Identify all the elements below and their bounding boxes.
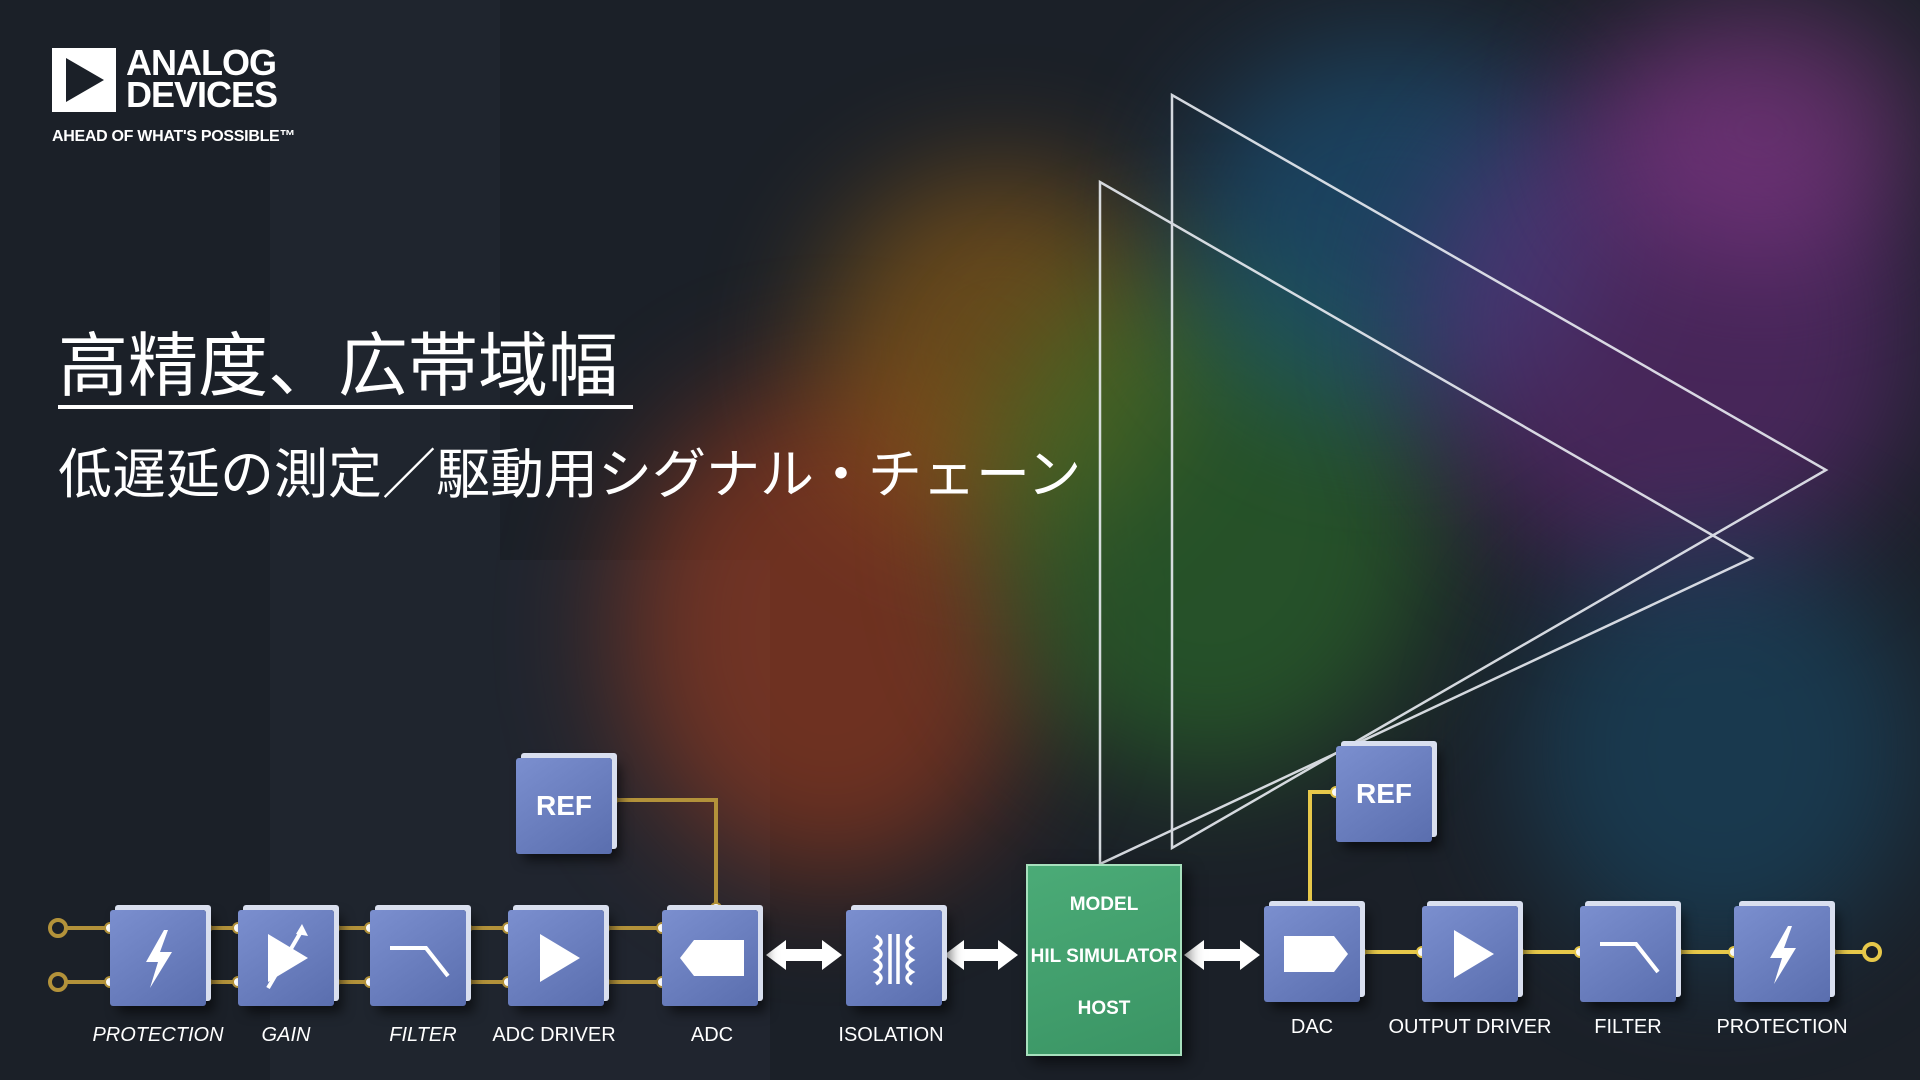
title-underline <box>58 405 633 409</box>
logo-name-line2: DEVICES <box>126 74 278 115</box>
adc-block <box>662 910 758 1006</box>
label-output-driver: OUTPUT DRIVER <box>1388 1016 1552 1038</box>
hil-simulator-host-block: MODEL HIL SIMULATOR HOST <box>1026 864 1182 1056</box>
label-input-protection: PROTECTION <box>92 1024 224 1046</box>
label-output-filter: FILTER <box>1594 1016 1662 1038</box>
amplifier-triangle-icon <box>540 934 580 982</box>
input-protection-block <box>110 910 206 1006</box>
label-gain: GAIN <box>261 1024 311 1046</box>
isolation-block <box>846 910 942 1006</box>
adc-driver-block <box>508 910 604 1006</box>
adc-arrow-icon <box>680 940 744 976</box>
input-filter-block <box>370 910 466 1006</box>
input-wires <box>58 798 718 984</box>
arrow-isolation-host <box>944 940 1018 970</box>
host-line-host: HOST <box>1077 998 1131 1019</box>
output-ref-label: REF <box>1356 778 1412 809</box>
lightning-icon <box>146 930 172 988</box>
output-filter-block <box>1580 906 1676 1002</box>
logo-name-line1: ANALOG <box>126 42 277 83</box>
output-wires <box>1308 790 1872 954</box>
double-arrows <box>766 940 1260 970</box>
label-output-protection: PROTECTION <box>1716 1016 1848 1038</box>
outline-triangle-small <box>1098 179 1755 866</box>
lowpass-filter-icon <box>390 946 450 978</box>
page-subtitle: 低遅延の測定／駆動用シグナル・チェーン <box>58 443 1082 506</box>
output-driver-block <box>1422 906 1518 1002</box>
transformer-icon <box>872 934 916 986</box>
dac-arrow-icon <box>1284 936 1348 972</box>
logo-triangle-icon <box>52 48 116 112</box>
host-line-model: MODEL <box>1069 894 1139 915</box>
output-protection-block <box>1734 906 1830 1002</box>
variable-gain-amplifier-icon <box>266 924 308 990</box>
logo-tagline: AHEAD OF WHAT'S POSSIBLE™ <box>52 128 296 145</box>
label-isolation: ISOLATION <box>838 1024 944 1046</box>
input-ref-block: REF <box>516 758 612 854</box>
analog-devices-logo: ANALOG DEVICES AHEAD OF WHAT'S POSSIBLE™ <box>52 42 352 158</box>
input-ref-label: REF <box>536 790 592 821</box>
output-ref-block: REF <box>1336 746 1432 842</box>
label-adc-driver: ADC DRIVER <box>492 1024 616 1046</box>
arrow-adc-isolation <box>766 940 842 970</box>
arrow-host-dac <box>1184 940 1260 970</box>
dac-block <box>1264 906 1360 1002</box>
lightning-icon <box>1770 926 1796 984</box>
page-title: 高精度、広帯域幅 <box>58 325 618 407</box>
label-adc: ADC <box>690 1024 734 1046</box>
gain-block <box>238 910 334 1006</box>
lowpass-filter-icon <box>1600 942 1660 974</box>
label-input-filter: FILTER <box>389 1024 457 1046</box>
host-line-hil-simulator: HIL SIMULATOR <box>1030 946 1178 967</box>
label-dac: DAC <box>1290 1016 1334 1038</box>
amplifier-triangle-icon <box>1454 930 1494 978</box>
outline-triangle-large <box>1170 92 1829 851</box>
